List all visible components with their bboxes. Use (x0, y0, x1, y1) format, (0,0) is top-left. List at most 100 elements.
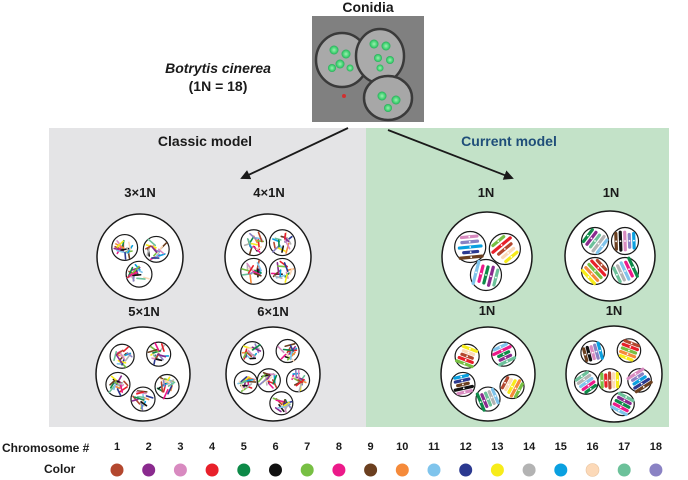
nucleus (469, 258, 503, 292)
cell-wall (564, 210, 656, 302)
chromosome-mark (245, 380, 257, 383)
chromosome-mark (140, 403, 144, 411)
legend-color-swatch (237, 463, 251, 477)
centromere-mark (480, 272, 482, 275)
chromosome-mark (257, 373, 267, 383)
centromere-mark (583, 378, 585, 381)
chromosome-mark (115, 243, 125, 249)
chromosome-mark (136, 391, 145, 395)
legend-chromosome-label: Chromosome # (2, 441, 90, 455)
nucleus (488, 232, 521, 266)
chromosome-mark (116, 349, 124, 356)
nucleus (499, 373, 525, 400)
chromosome-mark (246, 262, 254, 273)
nucleus (256, 368, 281, 393)
centromere-mark (584, 353, 587, 356)
centromere-mark (497, 240, 500, 243)
chromosome-mark (162, 380, 166, 388)
chromosome-mark (147, 238, 157, 247)
nucleus (269, 391, 294, 416)
centromere-mark (469, 246, 472, 248)
chromosome-mark (113, 350, 118, 362)
nucleus (580, 340, 606, 365)
nucleus (268, 257, 296, 285)
legend-chromosome-number: 5 (240, 441, 247, 453)
cell-current-1 (441, 211, 533, 303)
chromosome-mark (283, 401, 290, 407)
chromosome-mark (246, 346, 258, 350)
legend-color-swatch (110, 463, 124, 477)
chromosome-mark (109, 379, 116, 386)
centromere-mark (632, 266, 634, 269)
chromosome-mark (123, 380, 129, 387)
chromosome-mark (149, 345, 159, 353)
legend-color-swatch (459, 463, 473, 477)
nucleus (454, 230, 487, 264)
cell-label-classic-2: 4×1N (253, 185, 285, 200)
cell-label-classic-4: 6×1N (257, 304, 289, 319)
nucleus (491, 341, 517, 367)
conidia-micrograph-drawing (312, 16, 424, 122)
nucleus (154, 373, 180, 400)
chromosome-mark (276, 246, 286, 252)
legend-color-swatch (617, 463, 631, 477)
centromere-mark (475, 271, 477, 274)
centromere-mark (463, 391, 466, 394)
centromere-mark (507, 252, 510, 254)
chromosome-mark (289, 344, 294, 352)
chromosome-mark (110, 375, 117, 381)
chromosome-mark (283, 232, 287, 240)
chromosome-mark (248, 246, 253, 255)
centromere-mark (619, 240, 622, 243)
nucleus (105, 371, 131, 398)
centromere-mark (624, 270, 626, 272)
legend-color-swatch (205, 463, 219, 477)
chromosome-mark (266, 374, 272, 380)
chromosome-mark (289, 267, 294, 276)
chromosome-mark (239, 380, 247, 385)
nucleus-envelope (154, 373, 180, 400)
chromosome-mark (157, 248, 165, 255)
centromere-mark (504, 356, 507, 359)
legend-chromosome-number: 7 (304, 441, 311, 453)
conidia-micrograph (312, 16, 424, 122)
nucleus (285, 368, 311, 393)
chromosome-mark (285, 402, 290, 410)
cell-classic-3 (95, 326, 191, 422)
chromosome-mark (255, 246, 263, 251)
chromosome-mark (167, 381, 176, 387)
centromere-mark (624, 240, 626, 242)
centromere-mark (502, 353, 505, 356)
centromere-mark (616, 273, 618, 276)
centromere-mark (490, 396, 493, 399)
chromosome-mark (119, 247, 132, 251)
chromosome-mark (136, 277, 146, 280)
centromere-mark (612, 379, 615, 382)
chromosome-mark (274, 407, 282, 413)
chromosome-mark (156, 353, 167, 358)
centromere-mark (469, 251, 472, 253)
chromosome-mark (145, 245, 152, 250)
legend-color-swatch (395, 463, 409, 477)
species-name: Botrytis cinerea (165, 60, 271, 76)
chromosome-mark (146, 247, 151, 256)
centromere-mark (636, 376, 639, 379)
centromere-mark (589, 387, 592, 390)
centromere-mark (600, 264, 603, 266)
chromosome-mark (282, 348, 295, 352)
cell-label-classic-3: 5×1N (128, 304, 160, 319)
chromosome-mark (119, 352, 126, 360)
nucleus (573, 370, 599, 395)
centromere-mark (640, 382, 643, 385)
legend-color-swatch (649, 463, 663, 477)
chromosome-mark (283, 262, 289, 273)
cells-layer (95, 210, 663, 423)
centromere-mark (594, 240, 596, 242)
centromere-mark (615, 240, 617, 243)
centromere-mark (629, 346, 632, 348)
legend-chromosome-number: 8 (335, 441, 342, 453)
nucleus (610, 391, 635, 417)
chromosome-mark (118, 386, 128, 393)
cell-current-4 (565, 325, 663, 423)
centromere-mark (511, 385, 513, 388)
